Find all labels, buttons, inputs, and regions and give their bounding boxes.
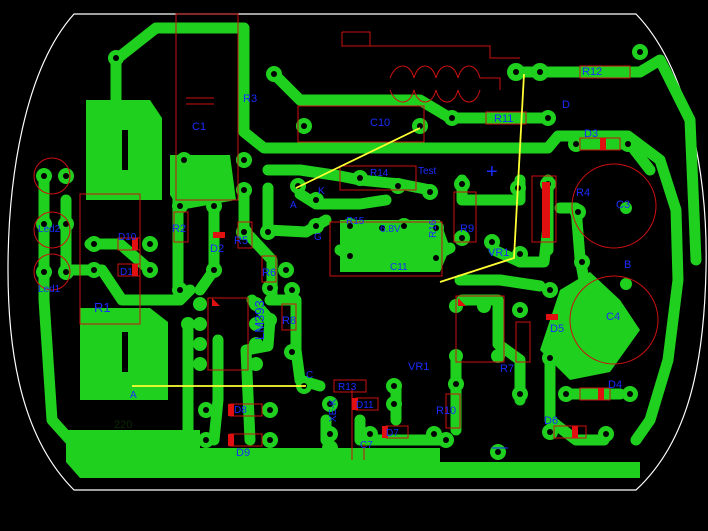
label-d8: D8 [234,405,247,416]
label-6-8v: 6.8V [380,224,401,235]
label-minus: — [492,439,508,456]
label-k: K [318,186,325,197]
label-d11: D11 [356,400,374,411]
component-labels: C1 R3 C10 R11 R12 D D3 Test + R14 K A G … [38,66,631,459]
label-r5: R5 [234,235,248,247]
label-r4: R4 [576,187,590,199]
label-d7: D7 [386,428,399,439]
label-a: A [290,200,297,211]
label-d2: D2 [210,243,224,255]
label-d: D [562,99,570,111]
label-r10: R10 [436,405,456,417]
board-outline [7,13,707,491]
label-led1: Led1 [38,284,61,295]
jumper-wires [132,73,525,387]
label-led2: Led2 [38,224,61,235]
label-r2: R2 [172,223,186,235]
label-plus: + [486,161,498,183]
label-r11: R11 [494,113,513,125]
label-vr1-bot: VR1 [408,361,429,373]
label-r12: R12 [582,66,602,78]
label-r1: R1 [94,300,111,315]
label-c3: C3 [616,199,630,211]
label-r8: R8 [282,315,296,327]
diode-markers [132,138,606,446]
label-r6: R6 [262,267,276,279]
label-lm393: LM393 [252,300,267,340]
label-b: B [624,259,631,271]
label-c4: C4 [606,311,620,323]
label-r14: R14 [370,168,389,179]
label-c: C [306,370,313,381]
label-a-left: A [130,390,137,401]
label-d9: D9 [236,447,250,459]
label-c11: C11 [390,262,408,273]
label-g: G [314,232,322,243]
label-d4: D4 [608,379,622,391]
label-d6: D6 [544,415,558,427]
label-220: 220 [114,419,132,431]
label-c10: C10 [370,117,390,129]
label-r3: R3 [243,93,257,105]
label-r16: R16 [428,219,439,238]
label-r7: R7 [500,363,514,375]
label-d3: D3 [584,128,598,140]
label-test: Test [418,166,437,177]
label-r13: R13 [338,382,357,393]
label-xe-k: XE-K [328,398,339,422]
label-vr1-top: VR1 [488,247,509,259]
label-d1: D1 [120,267,133,278]
label-d5: D5 [550,323,564,335]
label-r9: R9 [460,223,474,235]
label-r15: R15 [346,216,365,227]
label-d10: D10 [118,232,137,243]
label-c1: C1 [192,121,206,133]
label-c7: C7 [360,440,373,451]
